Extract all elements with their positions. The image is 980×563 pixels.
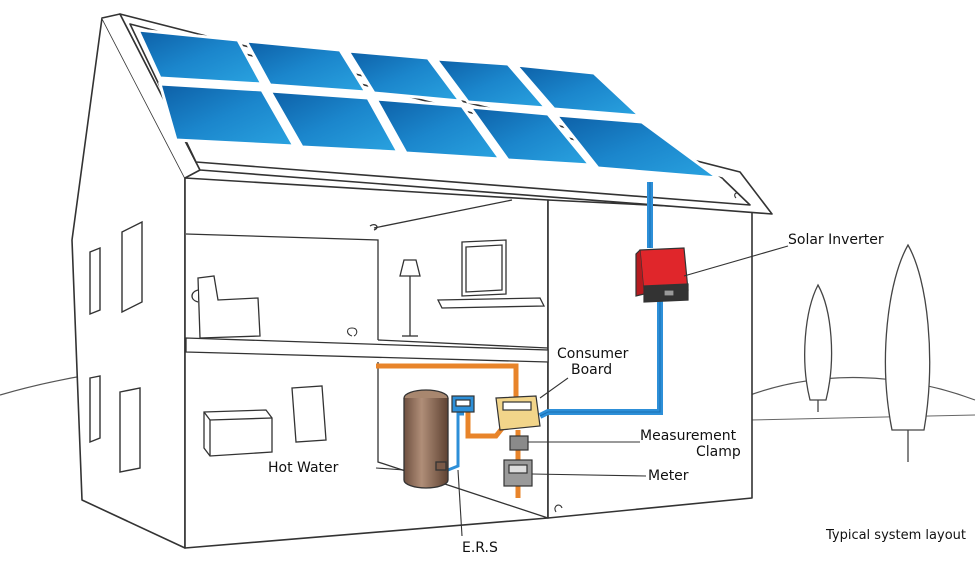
label-line: Clamp [696,444,741,460]
label-consumer-board: Consumer Board [557,346,628,378]
tv-icon [436,239,546,309]
label-meter: Meter [648,468,689,484]
meter-icon [503,459,533,487]
ers-wire [447,412,464,472]
upper-room [185,199,549,363]
inverter-icon [635,247,689,303]
label-ers: E.R.S [462,540,498,556]
clamp-icon [509,435,529,451]
hot-water-tank-icon [403,389,449,489]
window [89,220,143,473]
tree-icon [884,243,931,462]
label-line: Consumer [557,346,629,362]
label-line: Measurement [640,428,737,444]
label-measurement-clamp: Measurement Clamp [640,428,741,460]
caption: Typical system layout [825,528,966,543]
solar-panel-icon [135,28,724,180]
callout-lines [375,245,789,537]
tree-icon [804,283,833,412]
lamp-icon [399,259,421,337]
ers-icon [451,395,475,413]
consumer-board-icon [495,395,541,431]
label-solar-inverter: Solar Inverter [788,232,884,248]
sofa-icon [191,275,261,339]
label-line: Board [571,362,613,378]
ground-line-right [749,377,976,401]
label-hot-water: Hot Water [268,460,339,476]
